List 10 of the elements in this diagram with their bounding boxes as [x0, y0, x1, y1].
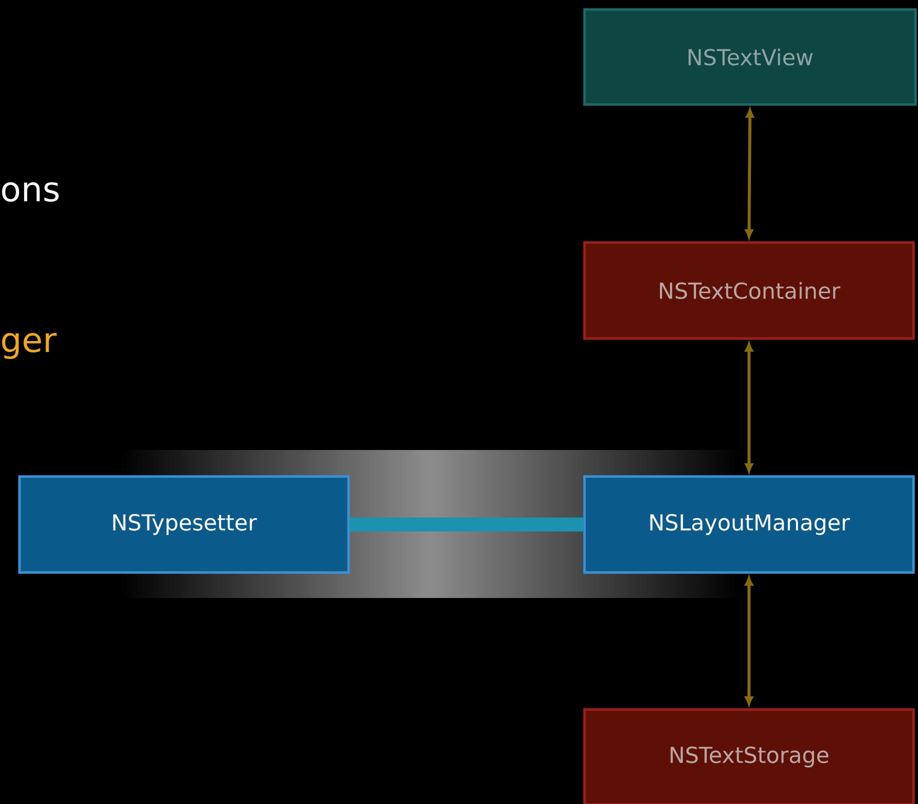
class-box: NSTextStorage [583, 708, 915, 804]
link-bar [350, 518, 584, 532]
class-box: NSTextContainer [583, 241, 915, 340]
class-box: NSLayoutManager [583, 475, 915, 574]
arrow [745, 577, 753, 705]
heading-text: ger [2, 332, 57, 360]
class-box: NSTextView [583, 8, 917, 106]
arrow [745, 343, 753, 472]
heading-text: ons [2, 182, 59, 202]
class-box: NSTypesetter [18, 475, 350, 574]
